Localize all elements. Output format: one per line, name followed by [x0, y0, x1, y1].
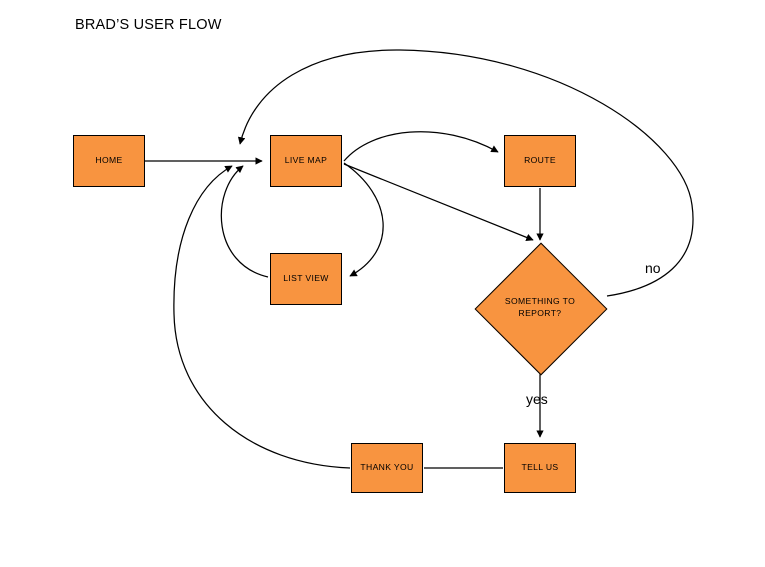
page-title: BRAD’S USER FLOW — [75, 17, 222, 33]
edge-label-no: no — [645, 260, 661, 276]
node-live-map-label: LIVE MAP — [284, 155, 328, 166]
node-tell-us-label: TELL US — [521, 462, 559, 473]
node-decision-something-to-report[interactable]: SOMETHING TO REPORT? — [474, 242, 608, 376]
diamond-shape — [474, 242, 608, 376]
node-route[interactable]: ROUTE — [504, 135, 576, 187]
node-thank-you[interactable]: THANK YOU — [351, 443, 423, 493]
edge-live-map-to-decision — [343, 163, 534, 241]
edge-thank-you-to-live-map — [173, 165, 351, 469]
edge-live-map-to-route — [343, 131, 499, 162]
edge-decision-to-live-map-no — [237, 49, 694, 297]
edge-live-map-to-list-view — [343, 162, 384, 277]
node-live-map[interactable]: LIVE MAP — [270, 135, 342, 187]
edge-list-view-to-live-map — [220, 165, 269, 278]
node-home[interactable]: HOME — [73, 135, 145, 187]
node-thank-you-label: THANK YOU — [360, 462, 414, 473]
node-list-view-label: LIST VIEW — [283, 273, 329, 284]
node-list-view[interactable]: LIST VIEW — [270, 253, 342, 305]
node-home-label: HOME — [95, 155, 123, 166]
node-route-label: ROUTE — [524, 155, 556, 166]
edge-label-yes: yes — [526, 391, 548, 407]
node-tell-us[interactable]: TELL US — [504, 443, 576, 493]
